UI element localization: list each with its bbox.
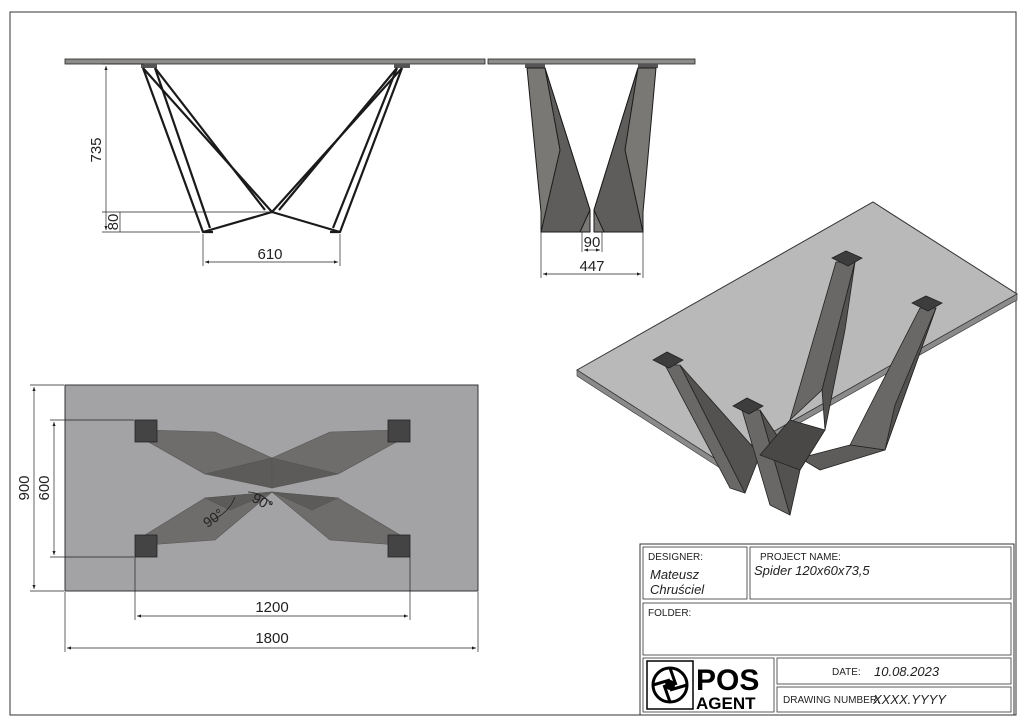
date-label: DATE: bbox=[832, 667, 861, 678]
folder-label: FOLDER: bbox=[648, 608, 691, 619]
dim-front-base-width: 610 bbox=[257, 246, 282, 263]
front-mount-plate-right bbox=[394, 64, 410, 68]
logo-text-agent: AGENT bbox=[696, 694, 756, 713]
project-label: PROJECT NAME: bbox=[760, 552, 841, 563]
drawing-number-box bbox=[776, 686, 1012, 713]
project-box bbox=[749, 546, 1012, 600]
iso-mount-plates bbox=[652, 250, 943, 415]
designer-line2: Chruściel bbox=[650, 582, 705, 597]
dim-side-inner-width: 90 bbox=[584, 234, 601, 251]
designer-box bbox=[642, 546, 748, 600]
dim-front-height: 735 bbox=[88, 137, 105, 162]
designer-label: DESIGNER: bbox=[648, 552, 703, 563]
top-legs bbox=[144, 429, 401, 546]
date-value: 10.08.2023 bbox=[874, 664, 940, 679]
drawing-number-label: DRAWING NUMBER: bbox=[783, 695, 880, 706]
dim-top-leg-spacing-y: 600 bbox=[36, 475, 53, 500]
date-box bbox=[776, 657, 1012, 685]
logo-box bbox=[642, 657, 775, 713]
front-mount-plate-left bbox=[141, 64, 157, 68]
dim-front-crossbar: 80 bbox=[105, 214, 122, 231]
folder-box bbox=[642, 602, 1012, 656]
project-value: Spider 120x60x73,5 bbox=[754, 563, 870, 578]
front-legs bbox=[141, 67, 404, 234]
dim-top-width: 1800 bbox=[255, 630, 288, 647]
side-tabletop bbox=[487, 58, 696, 65]
top-view: 90° 90° 900 600 1200 1800 bbox=[16, 384, 479, 652]
sheet-border bbox=[9, 11, 1017, 716]
dim-top-height: 900 bbox=[16, 475, 33, 500]
drawing-number-value: XXXX.YYYY bbox=[872, 692, 947, 707]
dim-side-base-width: 447 bbox=[579, 258, 604, 275]
isometric-view bbox=[576, 201, 1018, 516]
side-legs bbox=[526, 67, 657, 233]
logo-text-pos: POS bbox=[696, 664, 759, 697]
designer-line1: Mateusz bbox=[650, 567, 700, 582]
iso-legs bbox=[664, 261, 937, 516]
title-block: DESIGNER: Mateusz Chruściel PROJECT NAME… bbox=[639, 543, 1015, 716]
side-view: 90 447 bbox=[487, 58, 696, 278]
pos-agent-logo: POS AGENT bbox=[646, 660, 759, 713]
dim-top-leg-spacing-x: 1200 bbox=[255, 599, 288, 616]
front-tabletop bbox=[64, 58, 486, 65]
top-mount-plates bbox=[134, 419, 411, 558]
front-view: 735 80 610 bbox=[64, 58, 486, 266]
